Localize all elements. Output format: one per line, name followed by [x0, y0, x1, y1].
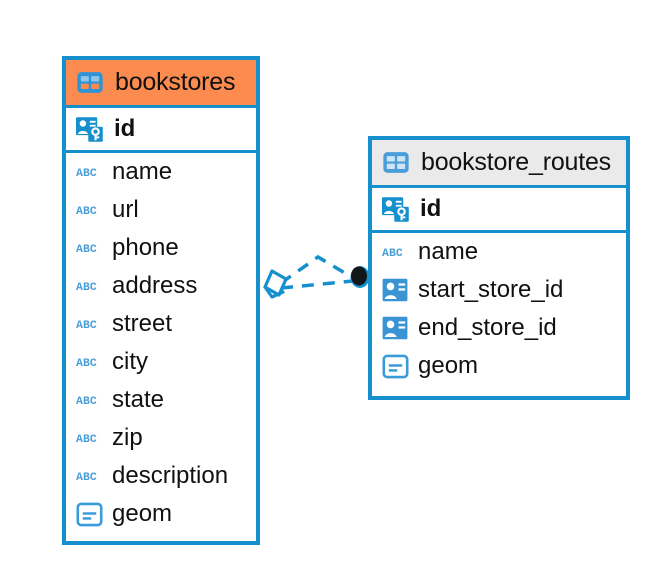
- field-name: geom: [418, 352, 479, 379]
- field-row-city[interactable]: ABC city: [66, 343, 256, 381]
- field-row-id[interactable]: id: [372, 188, 626, 233]
- table-icon: [381, 151, 411, 175]
- field-row-address[interactable]: ABC address: [66, 267, 256, 305]
- table-icon: [75, 71, 105, 95]
- text-abc-icon: ABC: [75, 315, 103, 333]
- field-row-start-store-id[interactable]: start_store_id: [372, 271, 626, 309]
- text-abc-icon: ABC: [75, 429, 103, 447]
- entity-bookstore-routes[interactable]: bookstore_routes id: [368, 136, 630, 400]
- svg-text:ABC: ABC: [382, 247, 403, 258]
- field-name: id: [114, 115, 136, 142]
- text-abc-icon: ABC: [75, 467, 103, 485]
- svg-text:ABC: ABC: [76, 243, 97, 254]
- entity-title: bookstore_routes: [421, 148, 611, 176]
- field-row-end-store-id[interactable]: end_store_id: [372, 309, 626, 347]
- field-row-zip[interactable]: ABC zip: [66, 419, 256, 457]
- field-row-description[interactable]: ABC description: [66, 457, 256, 495]
- svg-text:ABC: ABC: [76, 281, 97, 292]
- foreign-key-icon: [381, 277, 409, 303]
- svg-text:ABC: ABC: [76, 395, 97, 406]
- svg-text:ABC: ABC: [76, 433, 97, 444]
- field-name: name: [418, 238, 479, 265]
- field-name: id: [420, 195, 442, 222]
- field-row-id[interactable]: id: [66, 108, 256, 153]
- field-name: description: [112, 462, 229, 489]
- field-name: url: [112, 196, 139, 223]
- geometry-icon: [381, 353, 409, 379]
- entity-header-bookstores[interactable]: bookstores: [66, 60, 256, 108]
- text-abc-icon: ABC: [75, 239, 103, 257]
- entity-header-bookstore-routes[interactable]: bookstore_routes: [372, 140, 626, 188]
- text-abc-icon: ABC: [75, 201, 103, 219]
- field-row-name[interactable]: ABC name: [372, 233, 626, 271]
- field-name: state: [112, 386, 165, 413]
- field-name: phone: [112, 234, 179, 261]
- fields-list-bookstores: ABC name ABC url ABC p: [66, 153, 256, 537]
- entity-title: bookstores: [115, 68, 236, 96]
- field-row-geom[interactable]: geom: [66, 495, 256, 533]
- field-name: end_store_id: [418, 314, 557, 341]
- geometry-icon: [75, 501, 103, 527]
- text-abc-icon: ABC: [75, 277, 103, 295]
- svg-text:ABC: ABC: [76, 357, 97, 368]
- primary-key-icon: [75, 114, 105, 144]
- svg-text:ABC: ABC: [76, 471, 97, 482]
- svg-text:ABC: ABC: [76, 167, 97, 178]
- field-name: start_store_id: [418, 276, 564, 303]
- field-name: street: [112, 310, 173, 337]
- entity-bookstores[interactable]: bookstores id: [62, 56, 260, 545]
- field-row-name[interactable]: ABC name: [66, 153, 256, 191]
- filled-circle-marker: [350, 266, 370, 288]
- text-abc-icon: ABC: [75, 353, 103, 371]
- relationship-line-upper: [279, 254, 356, 285]
- field-row-street[interactable]: ABC street: [66, 305, 256, 343]
- fields-list-bookstore-routes: ABC name start_store_id: [372, 233, 626, 389]
- field-row-phone[interactable]: ABC phone: [66, 229, 256, 267]
- field-row-geom[interactable]: geom: [372, 347, 626, 385]
- field-row-url[interactable]: ABC url: [66, 191, 256, 229]
- svg-text:ABC: ABC: [76, 205, 97, 216]
- field-row-state[interactable]: ABC state: [66, 381, 256, 419]
- primary-key-icon: [381, 194, 411, 224]
- field-name: name: [112, 158, 173, 185]
- text-abc-icon: ABC: [75, 391, 103, 409]
- field-name: city: [112, 348, 148, 375]
- foreign-key-icon: [381, 315, 409, 341]
- diamond-marker: [263, 269, 288, 299]
- field-name: geom: [112, 500, 173, 527]
- field-name: zip: [112, 424, 143, 451]
- text-abc-icon: ABC: [381, 243, 409, 261]
- relationship-line-lower: [280, 279, 354, 290]
- svg-text:ABC: ABC: [76, 319, 97, 330]
- field-name: address: [112, 272, 198, 299]
- text-abc-icon: ABC: [75, 163, 103, 181]
